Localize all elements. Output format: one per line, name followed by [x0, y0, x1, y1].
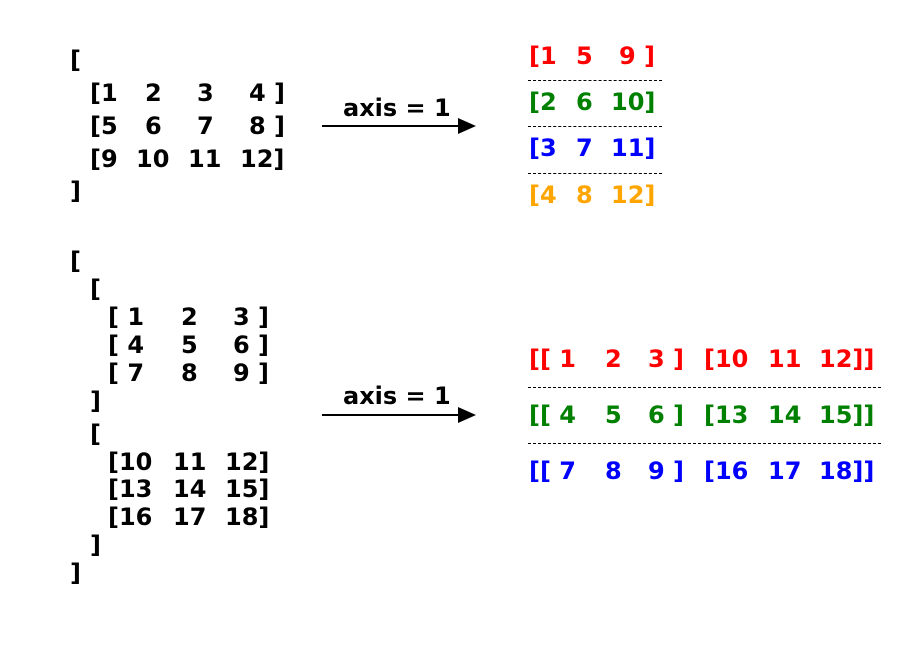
dashed-separator: [528, 126, 662, 127]
result-row: [2 6 10]: [529, 90, 669, 116]
result-cell: 12]: [611, 181, 656, 209]
result-row: [4 8 12]: [529, 183, 669, 209]
array-close-bracket: ]: [70, 559, 81, 587]
matrix-cell: 6 ]: [233, 331, 270, 359]
block-open-bracket: [: [90, 275, 101, 303]
result-cell: [4: [529, 181, 557, 209]
result-cell: 6: [576, 88, 593, 116]
result-cell: 5: [605, 401, 622, 429]
matrix-cell: 3: [197, 79, 214, 107]
result-cell: 9 ]: [648, 457, 685, 485]
arrow-head: [458, 407, 476, 423]
matrix-cell: 11: [188, 145, 222, 173]
result-cell: 14: [768, 401, 802, 429]
result-cell: 8: [605, 457, 622, 485]
result-cell: 11: [768, 345, 802, 373]
matrix-cell: 6: [145, 112, 162, 140]
matrix-row: [13 14 15]: [108, 477, 278, 503]
arrow-head: [458, 118, 476, 134]
matrix-cell: 15]: [225, 475, 270, 503]
matrix-cell: 4 ]: [249, 79, 286, 107]
matrix-row: [10 11 12]: [108, 450, 278, 476]
array-open-bracket: [: [70, 247, 81, 275]
axis-label: axis = 1: [343, 94, 451, 122]
result-row: [3 7 11]: [529, 136, 669, 162]
matrix-cell: [ 1: [108, 303, 145, 331]
matrix-cell: 5: [181, 331, 198, 359]
matrix-cell: 7: [197, 112, 214, 140]
result-cell: 6 ]: [648, 401, 685, 429]
matrix-row: [ 7 8 9 ]: [108, 361, 278, 387]
block-open-bracket: [: [90, 420, 101, 448]
matrix-row: [ 4 5 6 ]: [108, 333, 278, 359]
matrix-cell: 17: [173, 503, 207, 531]
result-cell: 7: [576, 134, 593, 162]
result-cell: 3 ]: [648, 345, 685, 373]
matrix-cell: 10: [136, 145, 170, 173]
matrix-cell: 2: [181, 303, 198, 331]
result-cell: [[ 7: [529, 457, 576, 485]
matrix-cell: [9: [90, 145, 118, 173]
matrix-cell: [1: [90, 79, 118, 107]
dashed-separator: [528, 173, 662, 174]
result-cell: [3: [529, 134, 557, 162]
matrix-cell: 12]: [225, 448, 270, 476]
matrix-cell: [16: [108, 503, 153, 531]
matrix-cell: 3 ]: [233, 303, 270, 331]
result-cell: [2: [529, 88, 557, 116]
matrix-row: [ 1 2 3 ]: [108, 305, 278, 331]
result-row: [[ 4 5 6 ] [13 14 15]]: [529, 403, 889, 429]
result-cell: 17: [768, 457, 802, 485]
result-cell: [16: [704, 457, 749, 485]
block-close-bracket: ]: [90, 387, 101, 415]
matrix-cell: [13: [108, 475, 153, 503]
dashed-separator: [528, 80, 662, 81]
result-cell: 9 ]: [619, 42, 656, 70]
dashed-separator: [528, 387, 881, 388]
matrix-cell: 8: [181, 359, 198, 387]
result-cell: [[ 1: [529, 345, 576, 373]
matrix-cell: 12]: [240, 145, 285, 173]
result-cell: [13: [704, 401, 749, 429]
arrow-right-icon: [322, 118, 476, 134]
result-cell: 5: [576, 42, 593, 70]
result-cell: 2: [605, 345, 622, 373]
result-row: [1 5 9 ]: [529, 44, 669, 70]
matrix-cell: 11: [173, 448, 207, 476]
matrix-close-bracket: ]: [70, 177, 81, 205]
result-cell: 18]]: [819, 457, 875, 485]
matrix-row: [16 17 18]: [108, 505, 278, 531]
axis-label: axis = 1: [343, 382, 451, 410]
result-cell: [[ 4: [529, 401, 576, 429]
matrix-row: [1 2 3 4 ]: [90, 81, 290, 107]
block-close-bracket: ]: [90, 531, 101, 559]
dashed-separator: [528, 443, 881, 444]
result-cell: [10: [704, 345, 749, 373]
matrix-cell: 14: [173, 475, 207, 503]
result-row: [[ 7 8 9 ] [16 17 18]]: [529, 459, 889, 485]
matrix-cell: 8 ]: [249, 112, 286, 140]
result-cell: 11]: [611, 134, 656, 162]
matrix-cell: [10: [108, 448, 153, 476]
matrix-row: [9 10 11 12]: [90, 147, 290, 173]
matrix-open-bracket: [: [70, 46, 81, 74]
result-cell: 10]: [611, 88, 656, 116]
arrow-right-icon: [322, 407, 476, 423]
matrix-cell: [ 7: [108, 359, 145, 387]
matrix-cell: [5: [90, 112, 118, 140]
result-cell: [1: [529, 42, 557, 70]
matrix-cell: [ 4: [108, 331, 145, 359]
result-cell: 12]]: [819, 345, 875, 373]
matrix-cell: 18]: [225, 503, 270, 531]
matrix-row: [5 6 7 8 ]: [90, 114, 290, 140]
result-cell: 8: [576, 181, 593, 209]
result-cell: 15]]: [819, 401, 875, 429]
result-row: [[ 1 2 3 ] [10 11 12]]: [529, 347, 889, 373]
matrix-cell: 2: [145, 79, 162, 107]
matrix-cell: 9 ]: [233, 359, 270, 387]
